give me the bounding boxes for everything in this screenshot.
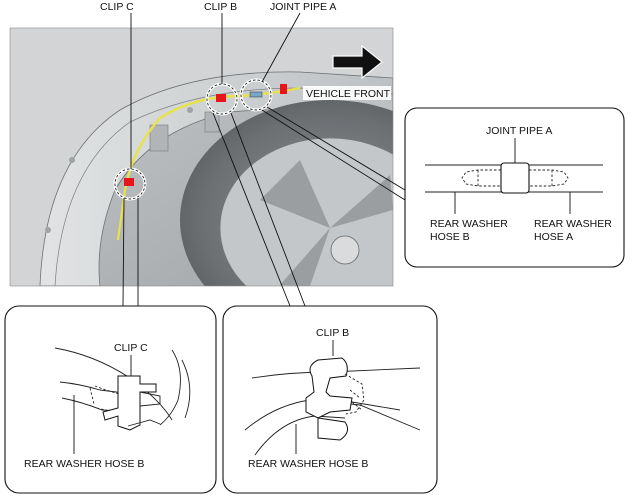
clip-c-callout-circle — [114, 168, 146, 200]
clip-b-body — [305, 357, 353, 419]
detail-joint-title: JOINT PIPE A — [486, 125, 552, 137]
vehicle-front-arrow-icon — [332, 44, 383, 80]
joint-pipe-callout-circle — [240, 79, 272, 111]
hose-a-label-line2: HOSE A — [534, 231, 573, 243]
vehicle-photo — [10, 28, 393, 286]
detail-b-title: CLIP B — [316, 327, 349, 339]
clip-red-marker — [280, 84, 287, 94]
joint-pipe-detail: JOINT PIPE A REAR WASHER HOSE B REAR WAS… — [404, 107, 625, 268]
clip-c-detail: CLIP C REAR WASHER HOSE B — [4, 305, 217, 494]
callout-leaders — [122, 106, 406, 307]
detail-c-title: CLIP C — [114, 342, 148, 354]
hose-a-label-line1: REAR WASHER — [534, 218, 612, 230]
clip-b-callout-circle — [206, 83, 238, 115]
hose-b-label-line2: HOSE B — [430, 231, 470, 243]
vehicle-front-label: VEHICLE FRONT — [306, 88, 391, 100]
clip-b-marker — [216, 94, 226, 102]
joint-pipe-a-label: JOINT PIPE A — [270, 1, 336, 13]
detail-b-hose-label: REAR WASHER HOSE B — [248, 458, 368, 470]
clip-c-body — [102, 375, 157, 431]
hose-b-label-line1: REAR WASHER — [430, 218, 508, 230]
joint-pipe-marker — [249, 91, 263, 98]
clip-b-label: CLIP B — [204, 1, 237, 13]
clip-c-label: CLIP C — [100, 1, 134, 13]
joint-pipe-body — [500, 162, 530, 194]
clip-b-detail: CLIP B REAR WASHER HOSE B — [222, 305, 438, 494]
clip-c-marker — [124, 178, 134, 186]
detail-c-hose-label: REAR WASHER HOSE B — [24, 458, 144, 470]
